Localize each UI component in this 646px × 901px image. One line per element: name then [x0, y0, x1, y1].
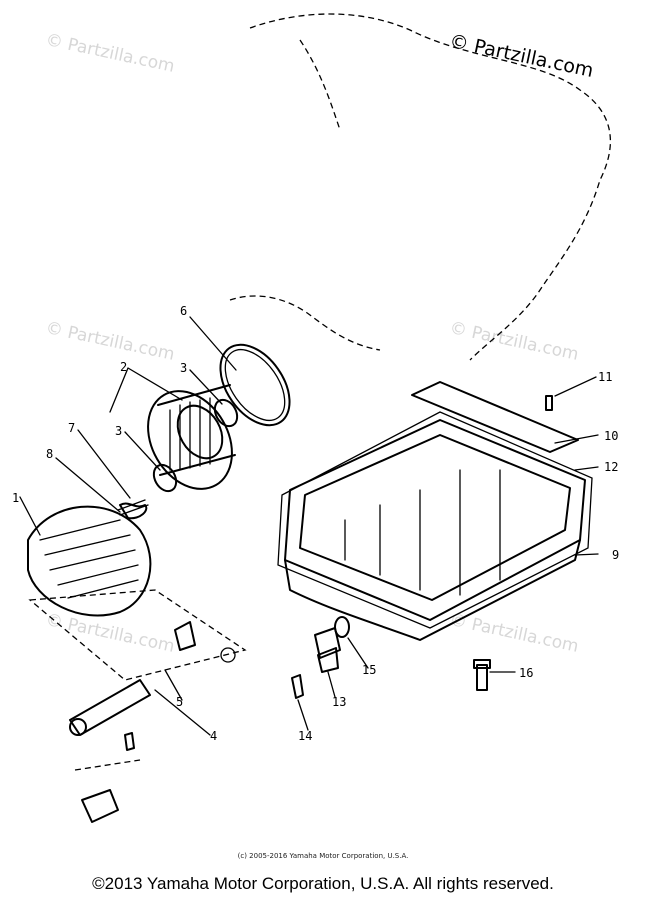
callout-3a: 3	[180, 361, 187, 375]
footer-copyright: ©2013 Yamaha Motor Corporation, U.S.A. A…	[92, 874, 554, 893]
spring	[117, 499, 149, 520]
callout-15: 15	[362, 663, 376, 677]
callout-12: 12	[604, 460, 618, 474]
callout-4: 4	[210, 729, 217, 743]
footer-small-copyright: (c) 2005-2016 Yamaha Motor Corporation, …	[237, 852, 409, 860]
baffle-plate	[411, 381, 579, 453]
callout-10: 10	[604, 429, 618, 443]
callout-9: 9	[612, 548, 619, 562]
o-ring	[219, 343, 291, 427]
callout-5: 5	[176, 695, 183, 709]
callout-11: 11	[598, 370, 612, 384]
callout-1: 1	[12, 491, 19, 505]
callout-8: 8	[46, 447, 53, 461]
oil-filter-element	[147, 384, 236, 490]
filter-washer-lower	[152, 463, 178, 493]
oil-filter-cover	[27, 505, 152, 617]
callout-14: 14	[298, 729, 312, 743]
oil-pan	[284, 419, 586, 641]
bolt-large	[473, 659, 491, 691]
drain-plug	[314, 627, 341, 673]
callout-3b: 3	[115, 424, 122, 438]
screw	[291, 674, 304, 699]
bolt-small	[545, 395, 553, 411]
drain-plug-washer	[334, 616, 350, 638]
leader-lines	[19, 316, 599, 736]
callout-16: 16	[519, 666, 533, 680]
callout-2: 2	[120, 360, 127, 374]
relief-valve-assembly	[28, 589, 247, 823]
callout-6: 6	[180, 304, 187, 318]
engine-outline	[229, 13, 612, 361]
callout-13: 13	[332, 695, 346, 709]
oil-pan-gasket	[277, 411, 593, 629]
filter-washer-upper	[213, 398, 239, 428]
callout-7: 7	[68, 421, 75, 435]
